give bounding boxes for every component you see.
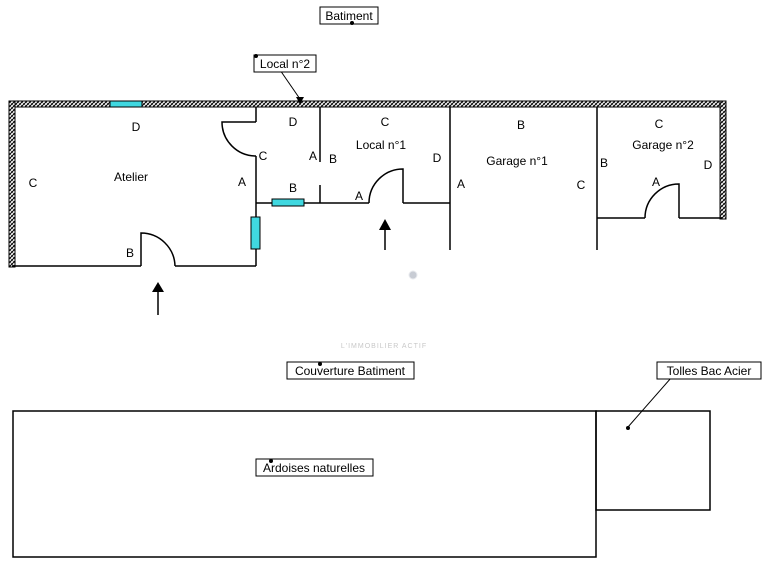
room-name-garage1: Garage n°1 xyxy=(486,154,548,168)
wall-letter: C xyxy=(381,115,390,129)
wall-letter: D xyxy=(289,115,298,129)
wall-letter: A xyxy=(652,175,660,189)
wall-letter: A xyxy=(309,149,317,163)
interior-walls xyxy=(12,107,722,267)
wall-letter: B xyxy=(329,152,337,166)
wall-letter: D xyxy=(704,158,713,172)
callout-local2: Local n°2 xyxy=(253,54,317,104)
callout-label: Batiment xyxy=(325,9,373,23)
wall-letter: A xyxy=(457,177,465,191)
room-name-local1: Local n°1 xyxy=(356,138,406,152)
wall-letter: D xyxy=(433,151,442,165)
callout-label: Local n°2 xyxy=(260,57,310,71)
wall-letter: C xyxy=(577,178,586,192)
roof-plan xyxy=(12,410,711,558)
callout-ardoises: Ardoises naturelles xyxy=(255,458,374,477)
wall-letter: C xyxy=(29,176,38,190)
room-name-garage2: Garage n°2 xyxy=(632,138,694,152)
callout-label: Ardoises naturelles xyxy=(263,461,365,475)
wall-letter: B xyxy=(289,181,297,195)
callout-batiment: Batiment xyxy=(319,6,379,25)
wall-letter: A xyxy=(238,175,246,189)
wall-letter: B xyxy=(600,156,608,170)
wall-letter: B xyxy=(126,246,134,260)
room-names: Atelier Local n°1 Garage n°1 Garage n°2 xyxy=(114,138,694,184)
callout-tolles: Tolles Bac Acier xyxy=(626,361,762,430)
callout-label: Tolles Bac Acier xyxy=(667,364,752,378)
window-icon xyxy=(109,100,305,250)
watermark-text: L'IMMOBILIER ACTIF xyxy=(341,343,427,350)
wall-letter: B xyxy=(517,118,525,132)
callout-couverture: Couverture Batiment xyxy=(286,361,415,380)
hatched-wall-icon xyxy=(8,100,727,268)
wall-letters: D C A B C D A B B C D A B A C C B D A xyxy=(29,115,713,260)
wall-letter: C xyxy=(259,149,268,163)
door-swing-icon xyxy=(140,121,680,267)
center-marker xyxy=(408,270,418,280)
callout-label: Couverture Batiment xyxy=(295,364,406,378)
wall-letter: A xyxy=(355,189,363,203)
room-name-atelier: Atelier xyxy=(114,170,148,184)
wall-letter: C xyxy=(655,117,664,131)
wall-letter: D xyxy=(132,120,141,134)
entrance-arrow-icon xyxy=(152,219,391,315)
